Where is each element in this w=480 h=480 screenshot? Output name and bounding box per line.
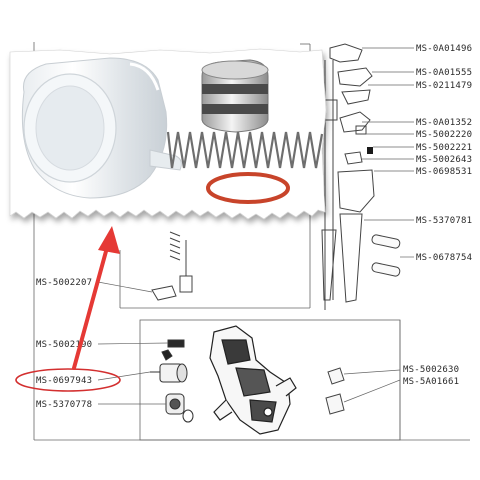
valve-stem-parts [151,231,193,301]
spring-part [166,131,324,169]
small-black-cap [367,147,373,154]
right-leader-lines [343,47,414,403]
left-leader-lines [97,281,169,405]
label-ms-5002630: MS-5002630 [403,365,459,375]
steam-tube-assembly [321,43,375,310]
label-ms-5002207: MS-5002207 [36,278,92,288]
label-ms-5370778: MS-5370778 [36,400,92,410]
lower-valve-parts [150,339,194,423]
label-ms-0697943: MS-0697943 [36,376,92,386]
label-ms-0211479: MS-0211479 [416,81,472,91]
label-ms-5002643: MS-5002643 [416,155,472,165]
piston-part [201,59,269,133]
highlight-arrow [72,226,120,370]
oring-part [206,172,290,204]
label-ms-0a01555: MS-0A01555 [416,68,472,78]
label-ms-5002220: MS-5002220 [416,130,472,140]
clip-parts [325,367,345,415]
label-ms-5002190: MS-5002190 [36,340,92,350]
label-ms-5a01661: MS-5A01661 [403,377,459,387]
pin-parts [371,234,401,277]
label-ms-0678754: MS-0678754 [416,253,472,263]
plastic-cup-part [21,57,182,199]
label-ms-0a01496: MS-0A01496 [416,44,472,54]
label-ms-5002221: MS-5002221 [416,143,472,153]
label-ms-5370781: MS-5370781 [416,216,472,226]
label-ms-0a01352: MS-0A01352 [416,118,472,128]
highlight-ellipse [15,368,121,392]
label-ms-0698531: MS-0698531 [416,167,472,177]
pump-body [209,325,297,435]
